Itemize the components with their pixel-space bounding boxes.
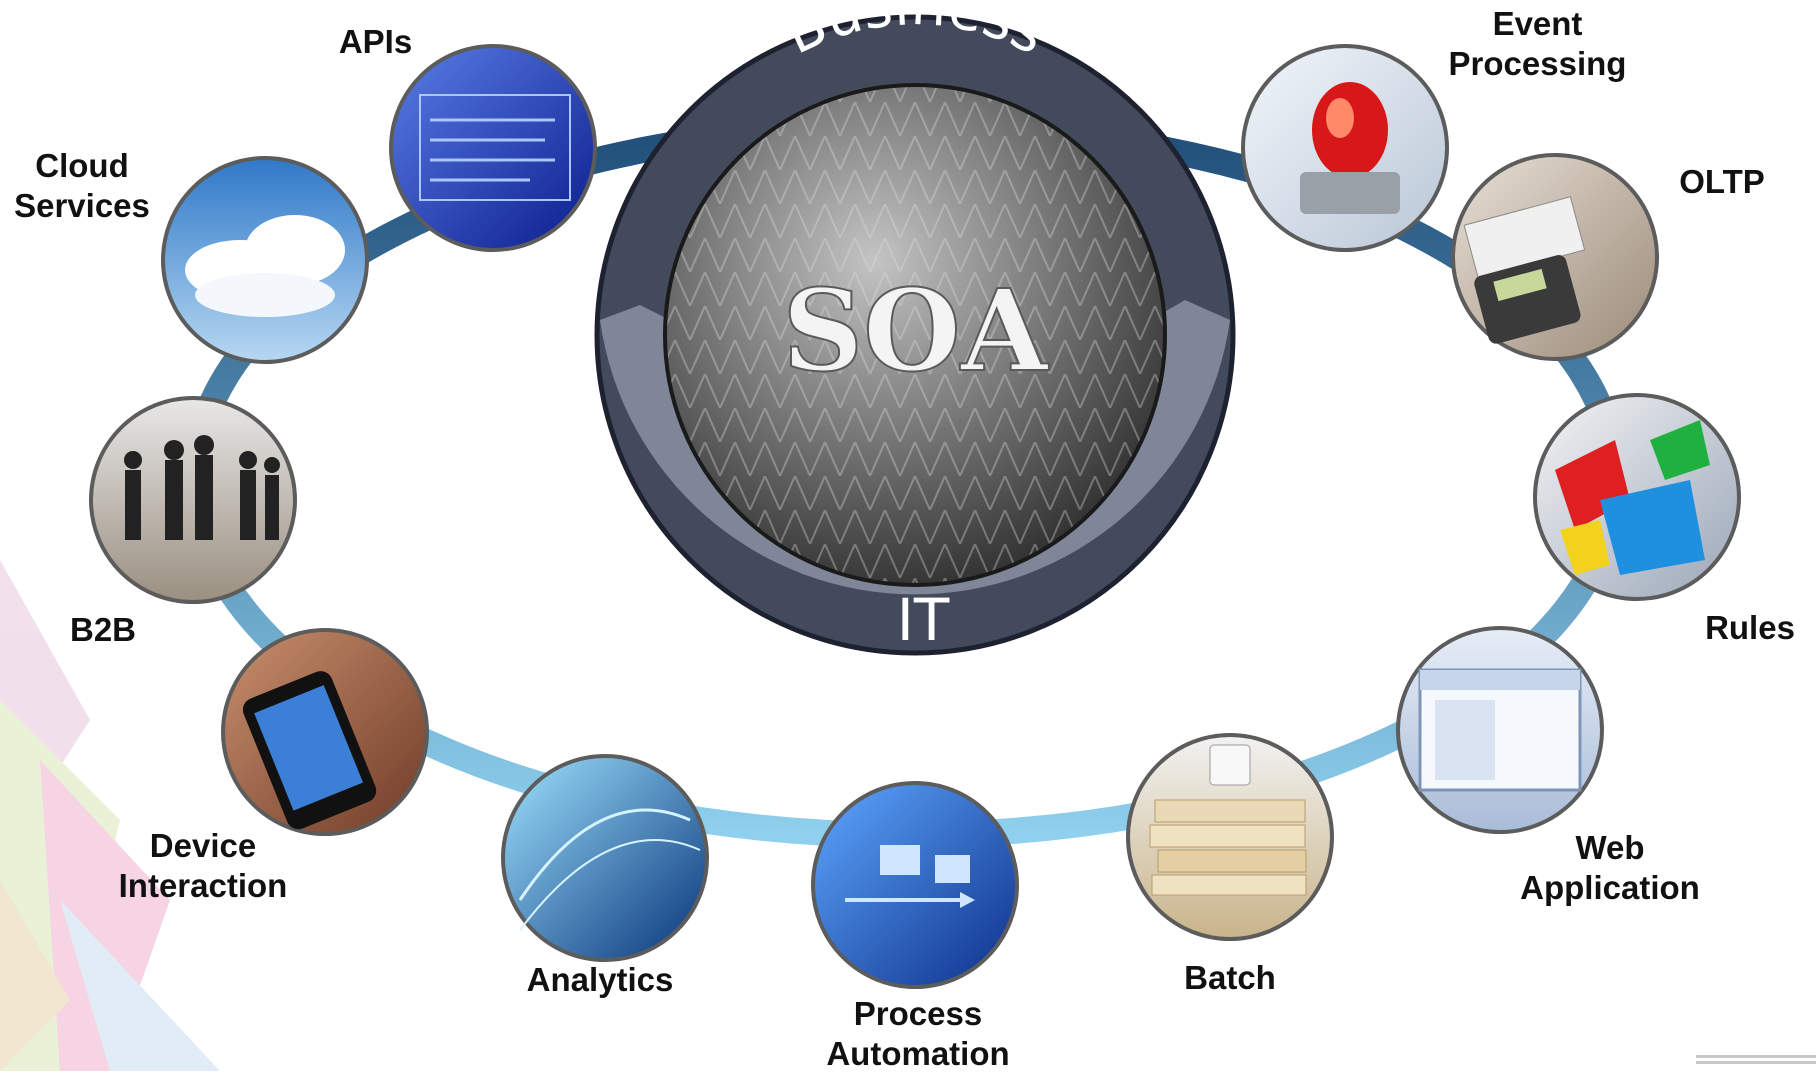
node-batch-icon [1126, 733, 1334, 941]
logo-stripes [1696, 1055, 1816, 1071]
label-rules: Rules [1705, 609, 1795, 646]
node-analytics-icon [501, 754, 709, 962]
node-b2b-icon [89, 396, 297, 604]
label-analytics: Analytics [526, 961, 674, 998]
node-web-icon [1396, 626, 1604, 834]
label-oltp: OLTP [1679, 163, 1765, 200]
label-cloud-services: Cloud Services [14, 147, 150, 224]
label-apis: APIs [338, 23, 413, 60]
decorative-shards [0, 560, 220, 1071]
node-rules-icon [1533, 393, 1741, 601]
node-oltp-icon [1451, 153, 1659, 361]
label-event-processing: Event Processing [1448, 5, 1627, 82]
it-label: IT [897, 586, 950, 654]
label-web-application: Web Application [1520, 829, 1700, 906]
label-device-interaction: Device Interaction [118, 827, 288, 904]
node-device-icon [221, 628, 429, 836]
node-process-icon [811, 781, 1019, 989]
label-process-automation: Process Automation [826, 995, 1010, 1072]
label-batch: Batch [1184, 959, 1276, 996]
label-b2b: B2B [69, 611, 137, 648]
node-apis-icon [389, 44, 597, 252]
node-cloud-icon [161, 156, 369, 364]
node-event-icon [1241, 44, 1449, 252]
soa-label: SOA [782, 266, 1049, 397]
soa-hub: Business SOA IT [594, 0, 1236, 656]
